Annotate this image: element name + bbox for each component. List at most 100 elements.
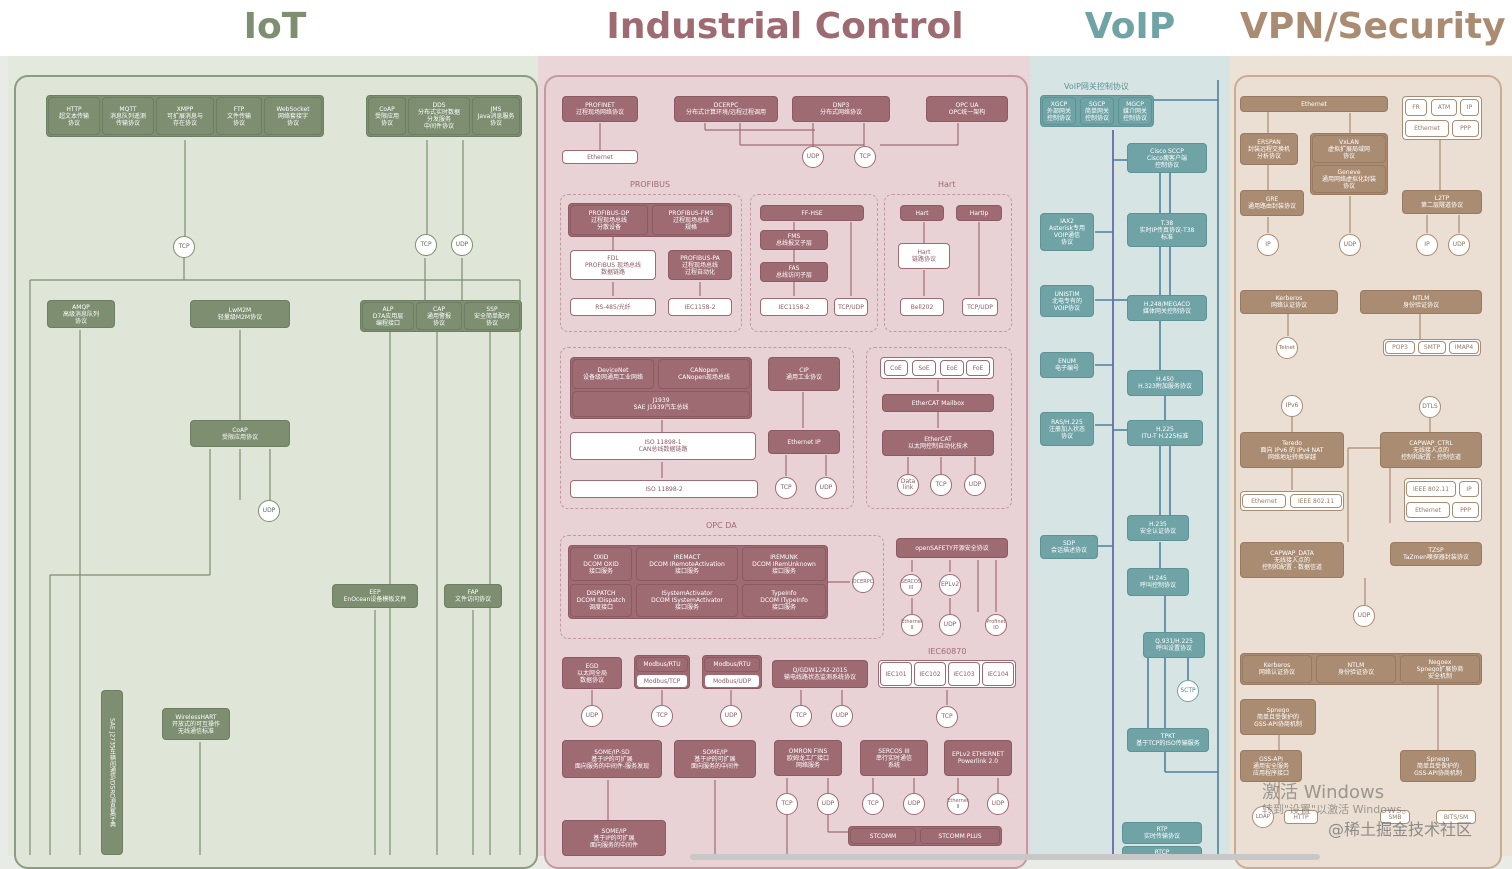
voip-h225: H.225 ITU-T H.225标准	[1127, 420, 1203, 446]
ic-someip: SOME/IP 基于IP的可扩展 面向服务的中间件	[674, 740, 756, 778]
ic-someip2: SOME/IP 基于IP的可扩展 面向服务的中间件	[562, 820, 666, 856]
iot-eep: EEP EnOcean设备模板文件	[332, 584, 418, 608]
ic-datalink: Data link	[897, 474, 919, 496]
ic-iremote: IREMACT DCOM IRemoteActivation 接口服务	[636, 547, 738, 581]
vpn-ntlm2: NTLM 身份验证协议	[1316, 655, 1396, 683]
vpn-negoex: Negoex Spnego扩展协商 安全机制	[1400, 655, 1480, 683]
ic-dcerpc: DCERPC 分布式计算环境/远程过程调用	[674, 96, 778, 122]
ic-bell202: Bell202	[900, 298, 944, 316]
vpn-ip2: IP	[1459, 481, 1479, 497]
ic-eoe: EoE	[940, 360, 964, 376]
ic-udp-a: UDP	[581, 705, 603, 727]
ic-opcua: OPC UA OPC统一架构	[926, 96, 1008, 122]
iot-tcp2: TCP	[415, 234, 437, 256]
vpn-ethernet4: Ethernet	[1406, 502, 1450, 518]
ic-hart: Hart	[900, 205, 944, 221]
voip-h248: H.248/MEGACO 媒体网关控制协议	[1127, 295, 1207, 321]
ic-sercos3: SERCOS III	[900, 574, 922, 596]
ic-tcp-a: TCP	[651, 705, 673, 727]
iot-tcp1: TCP	[173, 236, 195, 258]
iot-http: HTTP 超文本传输 协议	[48, 97, 100, 135]
voip-sctp: SCTP	[1177, 680, 1199, 702]
ic-fas: FAS 总线访问子层	[760, 262, 828, 282]
title-vpn-security: VPN/Security	[1240, 6, 1506, 47]
vpn-teredo: Teredo 面向 IPv6 的 IPv4 NAT 网络地址转换穿越	[1240, 432, 1344, 468]
voip-h235: H.235 安全认证协议	[1127, 515, 1189, 541]
ic-ethercat: EtherCAT 以太网控制自动化技术	[882, 430, 994, 456]
iot-sae-label: SAE J2735车辆间通信/DSRC消息集字典	[108, 717, 116, 828]
ic-eplv2: EPLv2	[939, 574, 961, 596]
ic-profibus-fms: PROFIBUS-FMS 过程现场总线 规格	[652, 205, 730, 235]
vpn-ieee80211b: IEEE 802.11	[1406, 481, 1456, 497]
ic-profinet: PROFINET 过程现场网络协议	[562, 96, 638, 122]
iot-coap2: CoAP 受限应用协议	[190, 420, 290, 447]
vpn-spnego2: Spnego 简单且受保护的 GSS-API协商机制	[1400, 750, 1476, 782]
ic-mailbox-protocols	[880, 357, 994, 379]
ic-udp-ec: UDP	[964, 474, 986, 496]
ic-dispatch: DISPATCH DCOM IDispatch 调度接口	[570, 584, 632, 617]
vpn-udp-c2: UDP	[1448, 234, 1470, 256]
title-voip: VoIP	[1084, 6, 1176, 47]
ic-iec1158: IEC1158-2	[668, 298, 732, 316]
ic-rs485: RS-485/光纤	[570, 298, 656, 316]
voip-iax2: IAX2 Asterisk专用 VOIP通信 协议	[1040, 213, 1094, 251]
vpn-ethernet3: Ethernet	[1242, 494, 1286, 508]
ic-fms: FMS 总线报文子层	[760, 230, 828, 250]
voip-mgcp: MGCP 媒介网关 控制协议	[1118, 97, 1152, 125]
vpn-ethernet2: Ethernet	[1405, 120, 1449, 137]
vpn-smtp: SMTP	[1418, 341, 1446, 354]
iot-cap: CAP 通用警报 协议	[416, 302, 462, 330]
ic-iec102: IEC102	[914, 662, 946, 686]
ic-hart-label: Hart	[938, 180, 956, 189]
voip-cisco-sccp: Cisco SCCP Cisco瘦客户端 控制协议	[1127, 143, 1207, 173]
voip-gateway-label: VoIP网关控制协议	[1064, 82, 1129, 91]
vpn-kerberos: Kerberos 网络认证协议	[1240, 290, 1338, 314]
ic-j1939: J1939 SAE J1939汽车总线	[572, 391, 750, 417]
vpn-atm: ATM	[1431, 99, 1457, 116]
ic-ethernet-ii: Ethernet II	[947, 793, 969, 815]
ic-udp-os: UDP	[939, 614, 961, 636]
voip-unistim: UNISTIM 北电专有的 VOIP协议	[1040, 285, 1094, 317]
ic-cip: CIP 通用工业协议	[768, 357, 840, 391]
voip-sgcp: SGCP 简单网关 控制协议	[1080, 97, 1114, 125]
iot-lwm2m: LwM2M 轻量级M2M协议	[190, 300, 290, 328]
vpn-pop3: POP3	[1385, 341, 1415, 354]
vpn-telnet: Telnet	[1276, 337, 1298, 359]
ic-profibus-group	[560, 194, 742, 332]
vpn-tzsp: TZSP TaZmen嗅探器封装协议	[1390, 542, 1482, 566]
ic-udp-cip: UDP	[815, 477, 837, 499]
voip-section	[1030, 56, 1230, 856]
ic-foe: FoE	[966, 360, 990, 376]
ic-soe: SoE	[912, 360, 936, 376]
ic-ff-group	[750, 194, 878, 332]
iot-jms: JMS Java消息服务 协议	[472, 97, 520, 135]
title-iot: IoT	[243, 6, 307, 47]
vpn-ntlm: NTLM 身份验证协议	[1360, 290, 1482, 314]
vpn-kerberos2: Kerberos 网络认证协议	[1242, 655, 1312, 683]
vpn-erspan: ERSPAN 封装远程交换机 分析协议	[1240, 133, 1298, 165]
ic-eplv2-ethernet: EPLv2 ETHERNET Powerlink 2.0	[944, 740, 1012, 776]
ic-udp-e: UDP	[903, 793, 925, 815]
voip-t38: T.38 实时IP传真协议-T38 标准	[1127, 213, 1207, 247]
iot-ftp: FTP 文件传输 协议	[216, 97, 262, 135]
ic-can-group	[560, 347, 854, 509]
iot-xmpp: XMPP 可扩展消息与 存在协议	[156, 97, 214, 135]
ic-iso11898-1: ISO 11898-1 CAN总线数据链路	[570, 432, 756, 460]
ic-canopen: CANopen CANopen现场总线	[658, 359, 750, 389]
watermark-line1: 激活 Windows	[1262, 782, 1385, 803]
ic-modbus-rtu: Modbus/RTU	[636, 657, 688, 672]
ic-udp-b: UDP	[720, 705, 742, 727]
iot-coap1: CoAP 受限应用 协议	[368, 97, 406, 135]
iot-panel	[14, 75, 538, 869]
ic-udp-f: UDP	[987, 793, 1009, 815]
ic-iec104: IEC104	[982, 662, 1014, 686]
header-bar: IoT Industrial Control VoIP VPN/Security	[0, 0, 1512, 56]
vpn-geneve: Geneve 通用网络虚拟化封装 协议	[1312, 165, 1386, 193]
ic-opcda-label: OPC DA	[706, 521, 737, 530]
ic-tcp: TCP	[854, 146, 876, 168]
horizontal-scrollbar[interactable]	[690, 854, 1320, 860]
vpn-udp3: UDP	[1353, 605, 1375, 627]
ic-typeinfo: TypeInfo DCOM ITypeInfo 接口服务	[742, 584, 826, 617]
vpn-ieee80211: IEEE 802.11	[1290, 494, 1342, 508]
vpn-gre: GRE 通用路由封装协议	[1240, 190, 1304, 216]
